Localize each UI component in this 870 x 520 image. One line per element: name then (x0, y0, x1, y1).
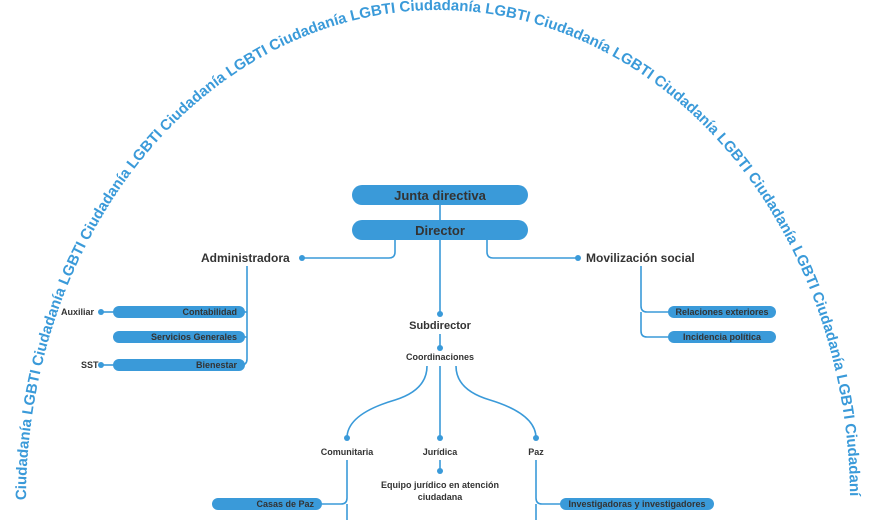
investigadoras-box: Investigadoras y investigadores (560, 498, 714, 510)
contabilidad-box: Contabilidad (113, 306, 245, 318)
casas-de-paz-box: Casas de Paz (212, 498, 322, 510)
servicios-generales-box: Servicios Generales (113, 331, 245, 343)
director-box: Director (352, 220, 528, 240)
auxiliar-label: Auxiliar (61, 307, 95, 317)
incidencia-politica-label: Incidencia política (682, 332, 762, 342)
bienestar-label: Bienestar (195, 360, 237, 370)
comunitaria-label: Comunitaria (320, 447, 374, 457)
relaciones-exteriores-box: Relaciones exteriores (668, 306, 776, 318)
connector-dots (98, 255, 581, 474)
movilizacion-social-label: Movilización social (586, 251, 695, 265)
contabilidad-label: Contabilidad (182, 307, 238, 317)
administradora-label: Administradora (201, 251, 290, 265)
investigadoras-label: Investigadoras y investigadores (568, 499, 706, 509)
equipo-juridico-label: Equipo jurídico en atención ciudadana (380, 480, 499, 502)
junta-directiva-label: Junta directiva (394, 187, 486, 203)
subdirector-label: Subdirector (409, 320, 471, 332)
bienestar-box: Bienestar (113, 359, 245, 371)
junta-directiva-box: Junta directiva (352, 185, 528, 205)
director-label: Director (415, 222, 465, 238)
incidencia-politica-box: Incidencia política (668, 331, 776, 343)
casas-de-paz-label: Casas de Paz (256, 499, 314, 509)
servicios-generales-label: Servicios Generales (150, 332, 237, 342)
coordinaciones-label: Coordinaciones (405, 352, 474, 362)
connector-lines (101, 203, 668, 520)
paz-label: Paz (528, 447, 544, 457)
sst-label: SST (81, 360, 99, 370)
juridica-label: Jurídica (422, 447, 458, 457)
relaciones-exteriores-label: Relaciones exteriores (675, 307, 769, 317)
arc-banner-text: Ciudadanía LGBTI Ciudadanía LGBTI Ciudad… (0, 0, 863, 500)
